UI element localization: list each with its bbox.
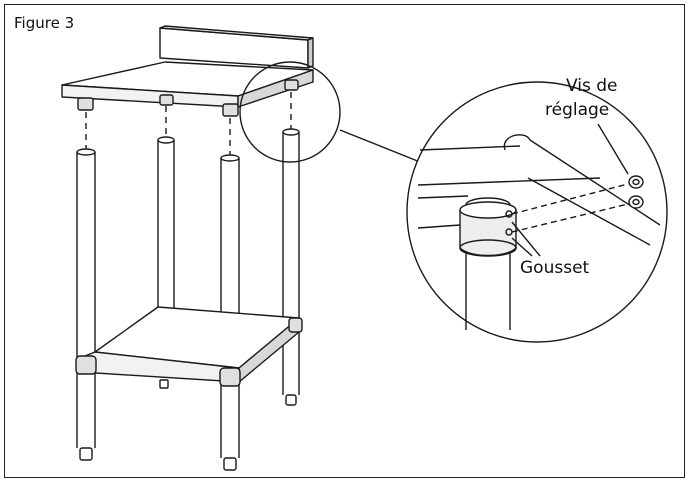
- backsplash: [159, 25, 314, 69]
- leg-back-left: [157, 136, 175, 310]
- leg-front-left: [76, 148, 96, 461]
- insertion-lines: [85, 92, 292, 155]
- screw-label-line1: Vis de: [566, 76, 618, 96]
- leg-front-right: [220, 154, 240, 471]
- under-shelf: [75, 306, 303, 389]
- screw-label-line2: réglage: [545, 100, 610, 120]
- detail-callout: [239, 61, 668, 343]
- adjustment-screws: [628, 175, 644, 209]
- tabletop: [61, 61, 314, 108]
- leg-sockets: [77, 79, 299, 117]
- gusset-label: Gousset: [520, 258, 590, 278]
- figure-title: Figure 3: [14, 14, 75, 32]
- leg-back-right: [282, 128, 300, 406]
- table-legs: [76, 128, 300, 471]
- detail-view: [417, 123, 661, 330]
